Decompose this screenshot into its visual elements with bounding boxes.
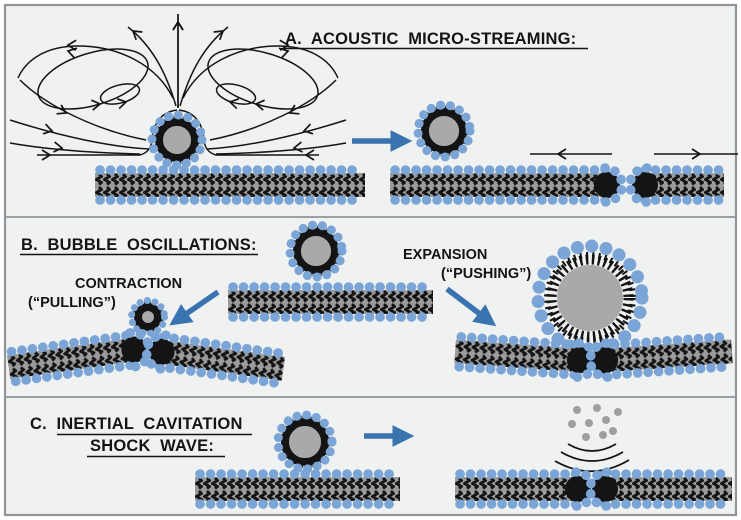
pushed-bilayer-right-piece [585,331,733,382]
retraction-arrow-right [654,148,738,160]
lipid-bilayer-intact-c [195,469,400,509]
panel-c-inertial-cavitation: C. INERTIAL CAVITATION SHOCK WAVE: [30,404,732,511]
microbubble-c [273,410,337,474]
expansion-label: EXPANSION [403,247,487,263]
panel-b-bubble-oscillations: B. BUBBLE OSCILLATIONS: CONTRACTION (“PU… [6,220,733,388]
contraction-label: CONTRACTION [75,276,182,292]
pulled-bilayer-left-piece [6,328,155,387]
panel-a-acoustic-micro-streaming: A. ACOUSTIC MICRO-STREAMING: [9,13,738,207]
pulled-bilayer-right-piece [141,330,286,388]
ruptured-bilayer-a-left-piece [390,163,627,207]
panel-a-title: A. ACOUSTIC MICRO-STREAMING: [285,30,576,48]
expansion-arrow [445,286,497,327]
ruptured-bilayer-c-right-piece [585,467,732,511]
micro-streaming-streamlines [9,13,347,161]
panel-b-title: B. BUBBLE OSCILLATIONS: [21,236,257,254]
contraction-arrow [169,289,220,326]
microbubble-b-center [285,220,347,282]
shock-wave-arcs [554,443,630,473]
pulling-label: (“PULLING”) [28,295,116,311]
bubble-fragments [568,404,622,441]
panel-c-title-line2: SHOCK WAVE: [90,437,214,455]
ruptured-bilayer-c-left-piece [455,467,598,511]
lipid-bilayer-intact-a [95,165,365,205]
lipid-bilayer-intact-b [228,282,433,322]
pushed-bilayer-left-piece [454,332,600,382]
microbubble-a-right [413,100,475,162]
pushing-label: (“PUSHING”) [441,266,531,282]
contracted-microbubble [128,297,168,337]
ruptured-bilayer-a-right-piece [625,163,724,207]
microbubble-a-left [147,110,207,170]
retraction-arrow-left [530,148,612,160]
panel-c-title-line1: C. INERTIAL CAVITATION [30,415,243,433]
